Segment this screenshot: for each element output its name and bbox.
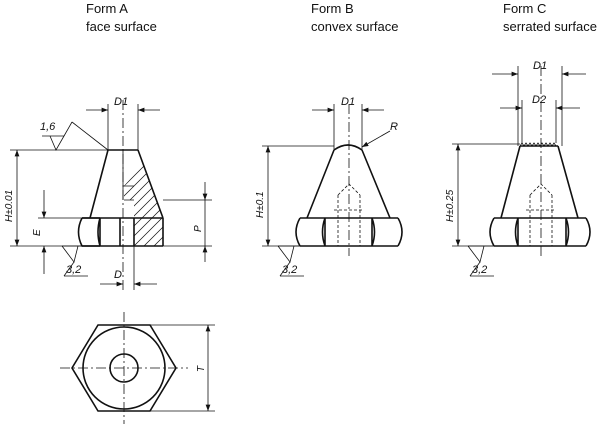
form-c-nut	[489, 217, 591, 247]
form-b-title-group: Form B convex surface	[311, 1, 398, 34]
form-b-hidden-bore	[334, 183, 364, 246]
form-c-cone-outline	[500, 145, 579, 219]
form-b-drawing: D1 R H±0.1 3,2	[255, 96, 403, 277]
form-a-section-hatch	[123, 150, 163, 246]
form-c-h-dimension: H±0.25	[445, 143, 520, 247]
form-a-h-dimension: H±0.01	[4, 149, 108, 247]
form-c-roughness-label: 3,2	[472, 264, 487, 276]
form-a-bore	[122, 150, 134, 201]
form-a-d1-label: D1	[114, 96, 128, 108]
form-c-d1-label: D1	[533, 60, 547, 72]
form-a-e-label: E	[32, 229, 43, 236]
form-a-roughness-bottom-label: 3,2	[66, 264, 81, 276]
form-c-hidden-bore	[526, 183, 556, 246]
form-c-h-label: H±0.25	[445, 189, 456, 222]
form-c-serration	[519, 142, 558, 147]
form-a-subtitle: face surface	[86, 19, 157, 34]
form-c-d2-label: D2	[532, 94, 546, 106]
form-a-hex-left	[77, 217, 101, 247]
form-a-title-group: Form A face surface	[86, 1, 157, 34]
form-a-drawing: D1 1,6 H±0.01 E P	[4, 96, 212, 292]
form-b-roughness-label: 3,2	[282, 264, 297, 276]
form-a-roughness-top-label: 1,6	[40, 121, 56, 133]
form-b-subtitle: convex surface	[311, 19, 398, 34]
form-a-roughness-top: 1,6	[40, 121, 109, 151]
form-b-roughness: 3,2	[277, 245, 308, 277]
form-b-d1-label: D1	[341, 96, 355, 108]
form-c-title: Form C	[503, 1, 546, 16]
form-c-drawing: D1 D2 H±0.25 3,2	[445, 60, 591, 277]
form-a-t-label: T	[196, 365, 207, 372]
form-b-h-label: H±0.1	[255, 191, 266, 218]
form-a-title: Form A	[86, 1, 128, 16]
form-a-d-dimension: D	[100, 246, 157, 290]
form-a-e-dimension: E	[32, 190, 82, 274]
form-a-nut-edges	[82, 217, 164, 247]
form-b-r-dimension: R	[361, 121, 398, 148]
form-c-roughness: 3,2	[467, 245, 498, 277]
form-a-p-label: P	[193, 225, 204, 232]
form-a-top-view: T	[60, 312, 215, 424]
form-a-roughness-bottom: 3,2	[61, 245, 92, 277]
form-a-p-dimension: P	[163, 182, 212, 262]
form-b-nut	[295, 217, 403, 247]
form-a-d1-dimension: D1	[86, 96, 160, 150]
form-a-t-dimension: T	[150, 324, 215, 412]
form-b-d1-dimension: D1	[312, 96, 384, 150]
form-b-cone-outline	[306, 144, 391, 219]
form-a-d-label: D	[114, 269, 122, 281]
form-b-title: Form B	[311, 1, 354, 16]
form-c-d2-dimension: D2	[500, 94, 580, 143]
form-b-r-label: R	[390, 121, 398, 133]
form-c-subtitle: serrated surface	[503, 19, 597, 34]
form-a-h-label: H±0.01	[4, 190, 15, 222]
form-c-title-group: Form C serrated surface	[503, 1, 597, 34]
